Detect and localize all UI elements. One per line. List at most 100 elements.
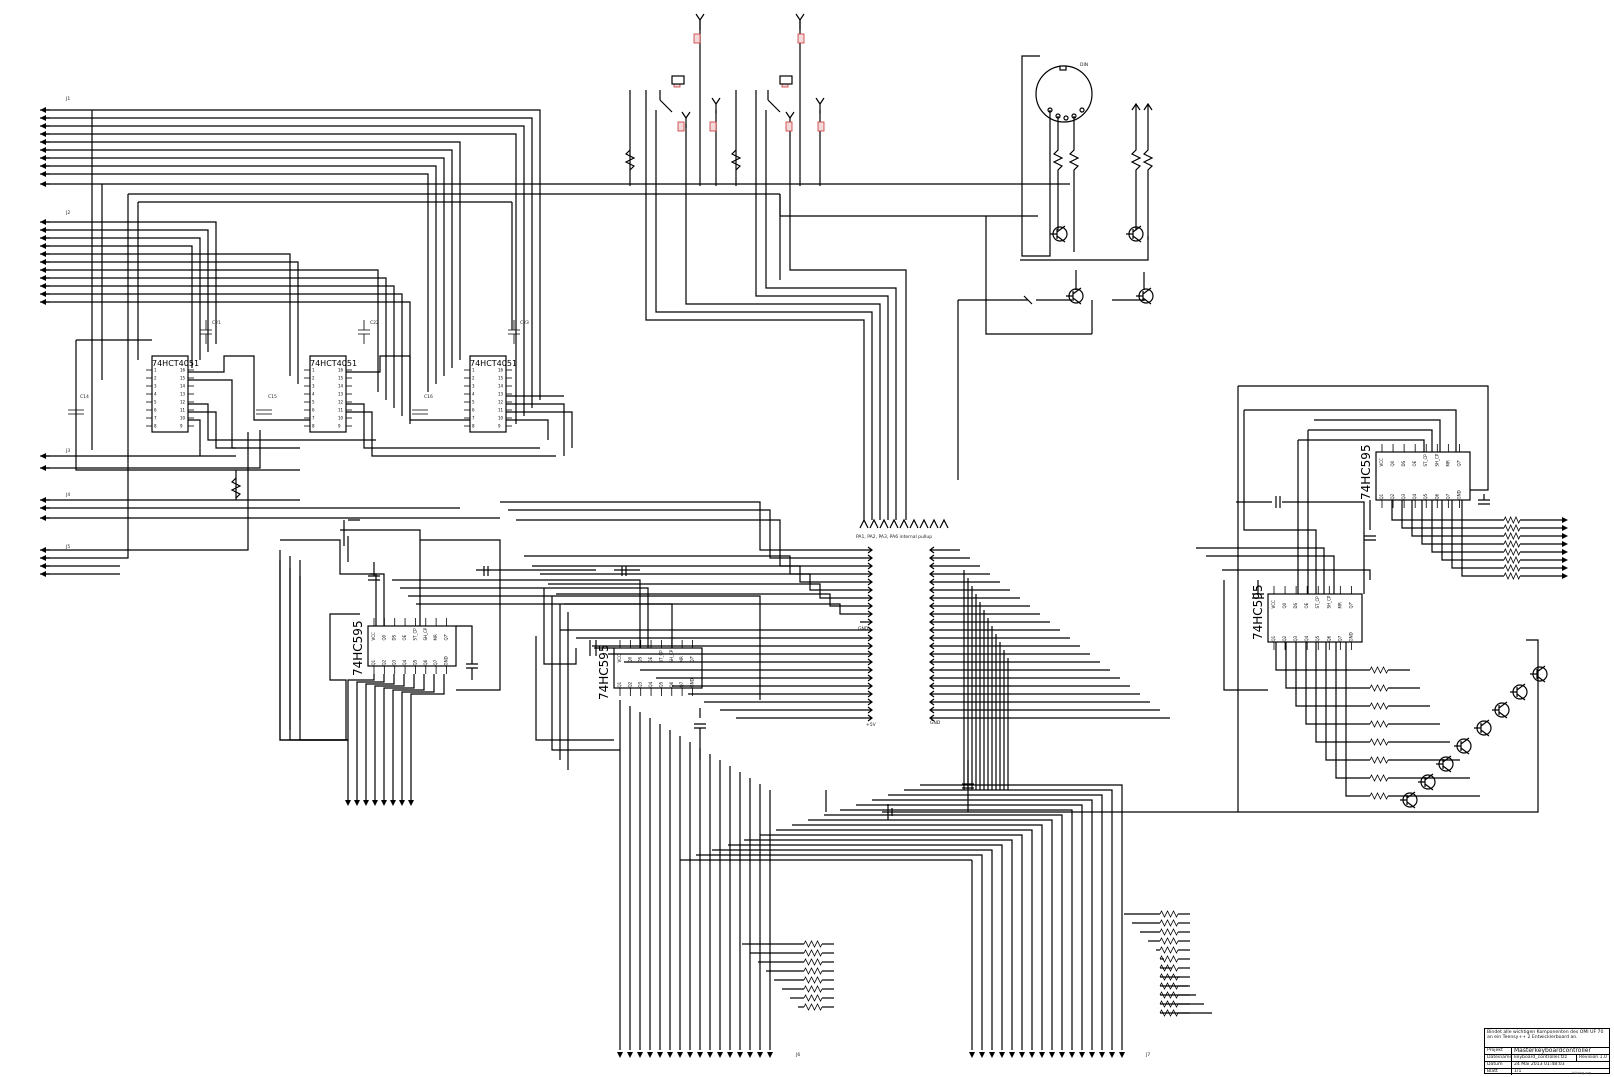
mux-wiring (188, 355, 573, 500)
mcu-left-pin (860, 634, 873, 642)
arrow-head (354, 800, 360, 806)
pin-name: VCC (1379, 458, 1384, 467)
mcu-right-pin (929, 562, 942, 570)
pin-number: 16 (180, 368, 186, 373)
mcu-left-pin (860, 618, 873, 626)
sheet-value: 1/1 (1514, 1069, 1522, 1074)
top-switch-bus (511, 20, 1038, 520)
pin-name: MR (1445, 460, 1450, 466)
right-wiring (825, 385, 1539, 820)
resistor (803, 967, 823, 975)
title-sheet-row: Blatt 1/1 (1485, 1069, 1609, 1075)
arrow-head (40, 155, 46, 161)
svg-text:C15: C15 (268, 394, 277, 400)
right-resistor-rows (1275, 500, 1568, 800)
pin-name: OE (648, 656, 653, 662)
arrow-head (999, 1052, 1005, 1058)
resistor (1369, 756, 1389, 764)
mcu-right-pin (929, 674, 942, 682)
mcu-right-pin (929, 618, 942, 626)
resistor (803, 1003, 823, 1011)
fan-line (808, 819, 1053, 860)
din-connector: DIN (957, 55, 1154, 480)
arrow-head (40, 147, 46, 153)
pin-name: ST_CP (1315, 596, 1320, 609)
connector-label: J4 (65, 492, 70, 498)
pin-number: 4 (154, 392, 157, 397)
resistor (1503, 540, 1521, 548)
transistor-leads (1474, 719, 1490, 737)
mcu-left-pin (860, 602, 873, 610)
arrow-head (1562, 557, 1568, 563)
arrow-head (1562, 549, 1568, 555)
arrow-head (1562, 565, 1568, 571)
pin-number: 8 (472, 424, 475, 429)
arrow-head (1059, 1052, 1065, 1058)
fritzing-credit: fritzing.org (1572, 1071, 1592, 1075)
svg-text:C16: C16 (424, 394, 433, 400)
pin-name: ST_CP (412, 628, 417, 641)
pin-name: ST_CP (1423, 454, 1428, 467)
pin-name: SH_CP (1434, 453, 1439, 466)
pin-name: Q0 (1390, 460, 1395, 466)
mcu-right-pin (929, 546, 942, 554)
transistor-leads (1454, 737, 1470, 755)
mcu-left-pin (860, 562, 873, 570)
pin-name: Q4 (402, 659, 407, 665)
resistor (1369, 792, 1389, 800)
antenna-symbol (815, 97, 825, 114)
arrow-head (40, 267, 46, 273)
pin-name: Q1 (1271, 635, 1276, 641)
arrow-head (1562, 525, 1568, 531)
pin-number: 10 (338, 416, 344, 421)
arrow-head (717, 1052, 723, 1058)
pin-name: Q3 (1293, 635, 1298, 641)
pin-number: 14 (498, 384, 504, 389)
pin-name: Q7 (433, 659, 438, 665)
resistor (1159, 946, 1179, 954)
svg-text:GND: GND (930, 720, 941, 726)
arrow-head (40, 123, 46, 129)
shift-register-mid: 74HC595 (597, 644, 703, 700)
pin-name: Q7' (689, 656, 694, 663)
transistor-leads (1066, 287, 1082, 305)
row-line (1441, 500, 1504, 561)
pin-name: Q4 (1304, 635, 1309, 641)
mcu-left-pin (860, 594, 873, 602)
mcu-input-line (508, 509, 860, 559)
mcu-right-pin (929, 586, 942, 594)
transistor-leads (1530, 665, 1546, 683)
pin-number: 6 (154, 408, 157, 413)
pin-name: Q5 (1315, 635, 1320, 641)
mcu-left-pin (860, 650, 873, 658)
pin-number: 3 (312, 384, 315, 389)
pin-number: 5 (312, 400, 315, 405)
connector-label: J6 (795, 1052, 800, 1058)
mcu-left-pin (860, 658, 873, 666)
arrow-head (40, 547, 46, 553)
arrow-head (1562, 517, 1568, 523)
arrow-head (40, 283, 46, 289)
arrow-head (40, 251, 46, 257)
mcu-top-pin (889, 518, 899, 529)
arrow-head (1009, 1052, 1015, 1058)
resistor (1159, 973, 1179, 981)
arrow-head (40, 453, 46, 459)
arrow-head (40, 515, 46, 521)
mcu-input-line (548, 583, 860, 599)
file-name: keyboard_controller.fzz (1514, 1055, 1567, 1060)
fan-line (888, 794, 1103, 860)
fan-line (776, 829, 1033, 860)
mcu-left-pin (860, 674, 873, 682)
output-line (374, 674, 405, 800)
switch-marker (677, 121, 685, 132)
resistor (1159, 955, 1179, 963)
mcu-right-pin (929, 554, 942, 562)
transistor-leads (1136, 287, 1152, 305)
svg-text:PA1, PA2, PA3, PA6 internal pu: PA1, PA2, PA3, PA6 internal pullup (856, 534, 932, 540)
fan-line (744, 839, 1013, 860)
pin-number: 13 (338, 392, 344, 397)
pin-number: 4 (472, 392, 475, 397)
pin-number: 12 (498, 400, 504, 405)
